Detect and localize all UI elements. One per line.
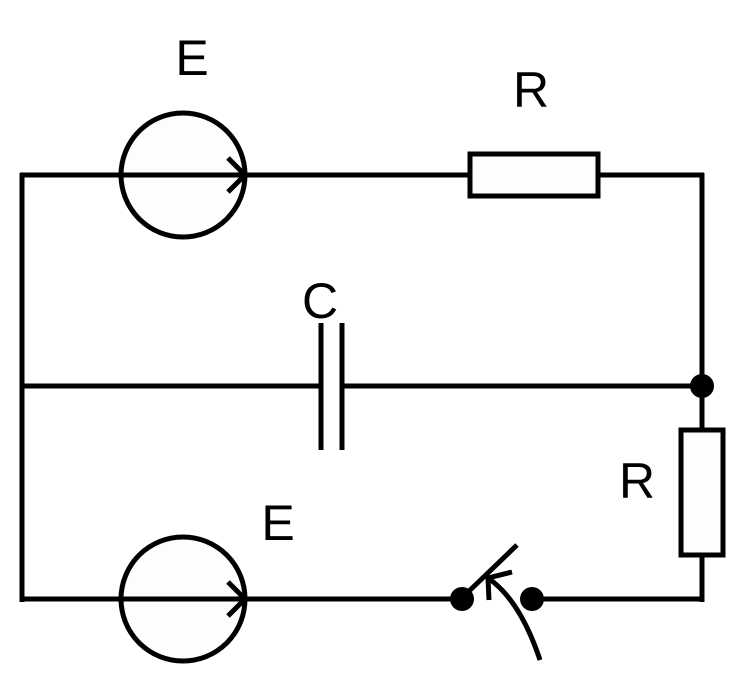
label-source-bottom: E — [261, 495, 294, 551]
label-resistor-top: R — [513, 62, 549, 118]
emf-source-top: E — [118, 30, 249, 240]
junction-node — [690, 374, 714, 398]
arrow-right-icon — [226, 156, 249, 194]
resistor-body — [467, 151, 601, 199]
capacitor: C — [302, 273, 345, 450]
emf-source-bottom: E — [118, 495, 295, 664]
switch-actuation-arc — [486, 575, 543, 661]
resistor-top: R — [467, 62, 601, 199]
switch-contact-right — [520, 587, 544, 611]
switch — [450, 543, 544, 661]
resistor-right: R — [619, 427, 726, 558]
wires — [19, 172, 705, 602]
arrow-head-icon — [485, 569, 513, 601]
label-resistor-right: R — [619, 453, 655, 509]
arrow-right-icon — [226, 580, 249, 618]
label-source-top: E — [175, 30, 208, 86]
label-capacitor: C — [302, 273, 338, 329]
resistor-body — [678, 427, 726, 558]
switch-blade — [464, 543, 519, 596]
